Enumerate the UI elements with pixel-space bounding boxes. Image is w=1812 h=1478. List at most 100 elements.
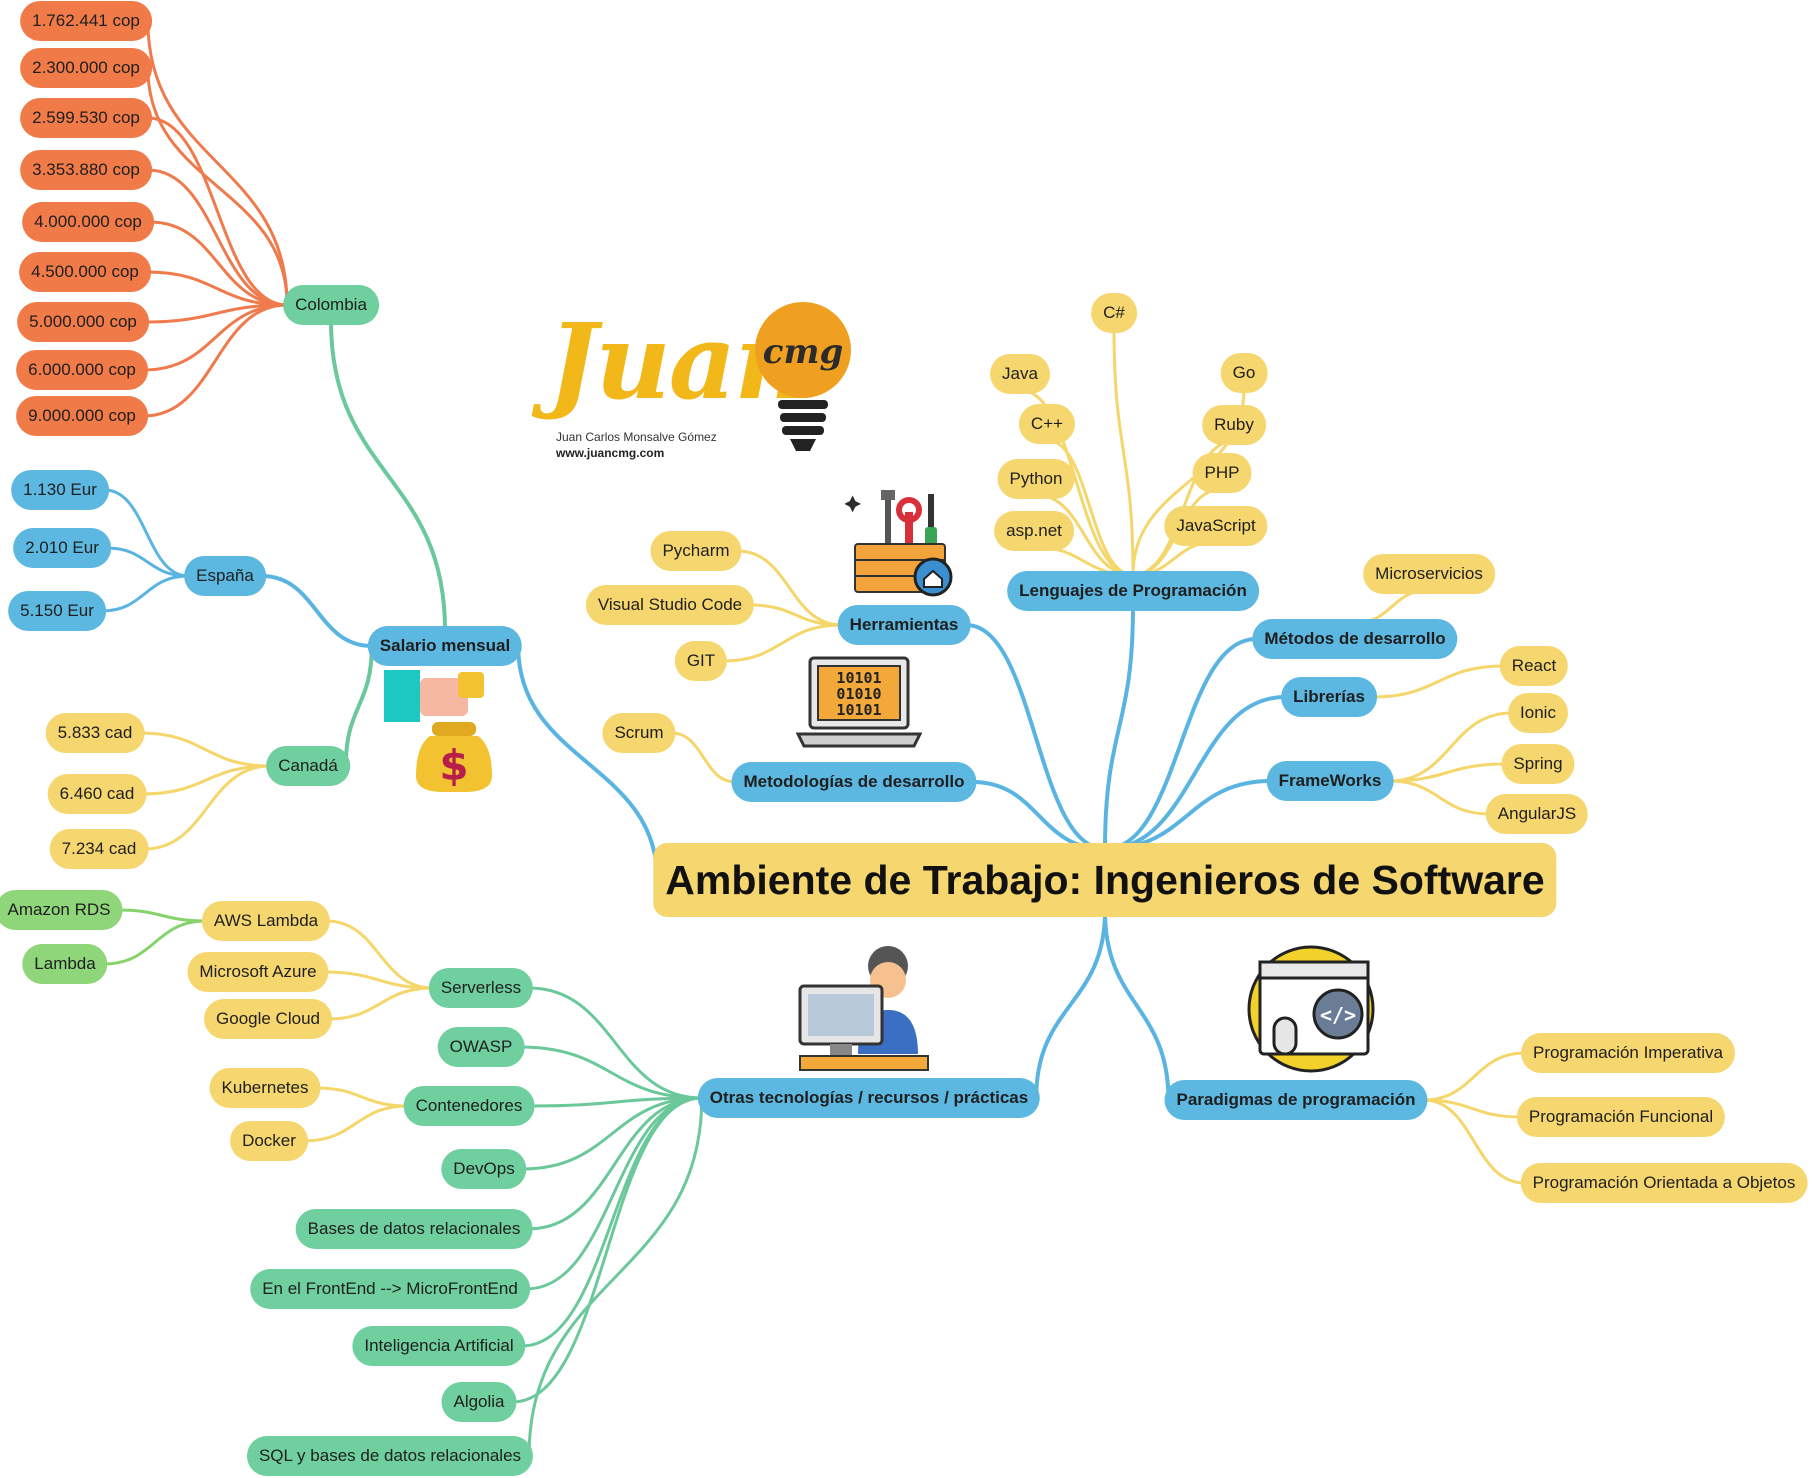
connector-line: [516, 644, 660, 882]
salary-value: 6.460 cad: [47, 774, 147, 814]
tool-item[interactable]: Visual Studio Code: [585, 585, 755, 625]
salary-value: 6.000.000 cop: [16, 350, 148, 390]
connector-line: [146, 116, 289, 307]
country-espana[interactable]: España: [184, 556, 266, 596]
svg-text:01010: 01010: [836, 685, 881, 703]
connector-line: [323, 970, 435, 990]
topic-otras-tecnologias[interactable]: Otras tecnologías / recursos / prácticas: [697, 1078, 1041, 1118]
topic-salario-mensual[interactable]: Salario mensual: [367, 626, 523, 666]
language-item[interactable]: C#: [1091, 293, 1137, 333]
language-item[interactable]: JavaScript: [1164, 506, 1268, 546]
connector-line: [324, 919, 435, 990]
country-canada[interactable]: Canadá: [266, 746, 350, 786]
connector-line: [145, 270, 289, 307]
connector-line: [511, 1096, 704, 1404]
methodology-item[interactable]: Scrum: [602, 713, 676, 753]
salary-value: 3.353.880 cop: [20, 150, 152, 190]
topic-item[interactable]: DevOps: [441, 1149, 527, 1189]
developer-icon: [798, 946, 929, 1071]
serverless-item[interactable]: Microsoft Azure: [187, 952, 329, 992]
svg-text:</>: </>: [1320, 1003, 1356, 1027]
lightbulb-icon: cmg: [755, 302, 851, 451]
connector-line: [1422, 1098, 1527, 1185]
connector-line: [102, 919, 208, 966]
topic-item[interactable]: Bases de datos relacionales: [295, 1209, 533, 1249]
topic-herramientas[interactable]: Herramientas: [837, 605, 971, 645]
svg-text:10101: 10101: [836, 701, 881, 719]
tool-item[interactable]: GIT: [674, 641, 728, 681]
connector-line: [302, 1104, 410, 1143]
connector-line: [1422, 1098, 1523, 1119]
topic-lenguajes[interactable]: Lenguajes de Programación: [1007, 571, 1259, 611]
method-item[interactable]: Microservicios: [1363, 554, 1495, 594]
container-item[interactable]: Kubernetes: [209, 1068, 321, 1108]
topic-item[interactable]: En el FrontEnd --> MicroFrontEnd: [250, 1269, 530, 1309]
aws-item[interactable]: Amazon RDS: [0, 890, 123, 930]
language-item[interactable]: asp.net: [994, 511, 1074, 551]
code-window-icon: </>: [1247, 945, 1375, 1073]
salary-value: 5.833 cad: [45, 713, 145, 753]
connector-line: [1422, 1051, 1527, 1102]
salary-value: 7.234 cad: [49, 829, 149, 869]
connector-line: [142, 303, 289, 372]
topic-owasp[interactable]: OWASP: [437, 1027, 525, 1067]
topic-item[interactable]: Algolia: [441, 1382, 517, 1422]
connector-line: [148, 220, 289, 307]
aws-item[interactable]: Lambda: [22, 944, 108, 984]
connector-line: [1387, 762, 1507, 783]
framework-item[interactable]: Spring: [1501, 744, 1575, 784]
salary-value: 4.000.000 cop: [22, 202, 154, 242]
salary-value: 2.599.530 cop: [20, 98, 152, 138]
topic-serverless[interactable]: Serverless: [428, 968, 534, 1008]
connector-line: [524, 1096, 704, 1291]
language-item[interactable]: PHP: [1192, 453, 1252, 493]
connector-line: [146, 66, 289, 307]
connector-line: [314, 1086, 410, 1108]
tool-item[interactable]: Pycharm: [650, 531, 742, 571]
topic-paradigmas[interactable]: Paradigmas de programación: [1164, 1080, 1428, 1120]
topic-frameworks[interactable]: FrameWorks: [1266, 761, 1394, 801]
topic-contenedores[interactable]: Contenedores: [403, 1086, 535, 1126]
salary-value: 2.300.000 cop: [20, 48, 152, 88]
salary-value: 4.500.000 cop: [19, 252, 151, 292]
topic-item[interactable]: Inteligencia Artificial: [352, 1326, 526, 1366]
library-item[interactable]: React: [1499, 646, 1569, 686]
connector-line: [1018, 388, 1135, 577]
connector-line: [146, 19, 289, 307]
language-item[interactable]: Ruby: [1202, 405, 1266, 445]
connector-line: [140, 764, 272, 796]
topic-metodologias[interactable]: Metodologías de desarrollo: [731, 762, 977, 802]
root-topic[interactable]: Ambiente de Trabajo: Ingenieros de Softw…: [653, 843, 1557, 917]
connector-line: [518, 1045, 704, 1100]
paradigm-item[interactable]: Programación Funcional: [1516, 1097, 1726, 1137]
logo-author: Juan Carlos Monsalve Gómez: [556, 430, 717, 444]
salary-value: 9.000.000 cop: [16, 396, 148, 436]
connector-line: [1112, 327, 1135, 577]
language-item[interactable]: Go: [1220, 353, 1268, 393]
language-item[interactable]: C++: [1018, 404, 1076, 444]
connector-line: [1371, 664, 1506, 699]
connector-line: [528, 1096, 704, 1108]
topic-metodos-desarrollo[interactable]: Métodos de desarrollo: [1252, 619, 1458, 659]
container-item[interactable]: Docker: [230, 1121, 308, 1161]
topic-librerias[interactable]: Librerías: [1281, 677, 1377, 717]
country-colombia[interactable]: Colombia: [283, 285, 379, 325]
toolbox-icon: [845, 490, 953, 597]
logo-bulb-text: cmg: [763, 332, 843, 372]
paradigm-item[interactable]: Programación Orientada a Objetos: [1520, 1163, 1808, 1203]
language-item[interactable]: Python: [997, 459, 1075, 499]
salary-value: 1.130 Eur: [11, 470, 109, 510]
connector-line: [343, 644, 374, 768]
language-item[interactable]: Java: [990, 354, 1050, 394]
connector-line: [142, 303, 289, 418]
topic-item[interactable]: SQL y bases de datos relacionales: [246, 1436, 534, 1476]
framework-item[interactable]: AngularJS: [1485, 794, 1589, 834]
paradigm-item[interactable]: Programación Imperativa: [1521, 1033, 1735, 1073]
serverless-item[interactable]: Google Cloud: [204, 999, 332, 1039]
salary-value: 2.010 Eur: [13, 528, 111, 568]
connector-line: [329, 319, 447, 632]
serverless-aws-lambda[interactable]: AWS Lambda: [201, 901, 331, 941]
connector-line: [526, 1096, 704, 1231]
framework-item[interactable]: Ionic: [1508, 693, 1568, 733]
salary-value: 5.150 Eur: [8, 591, 106, 631]
